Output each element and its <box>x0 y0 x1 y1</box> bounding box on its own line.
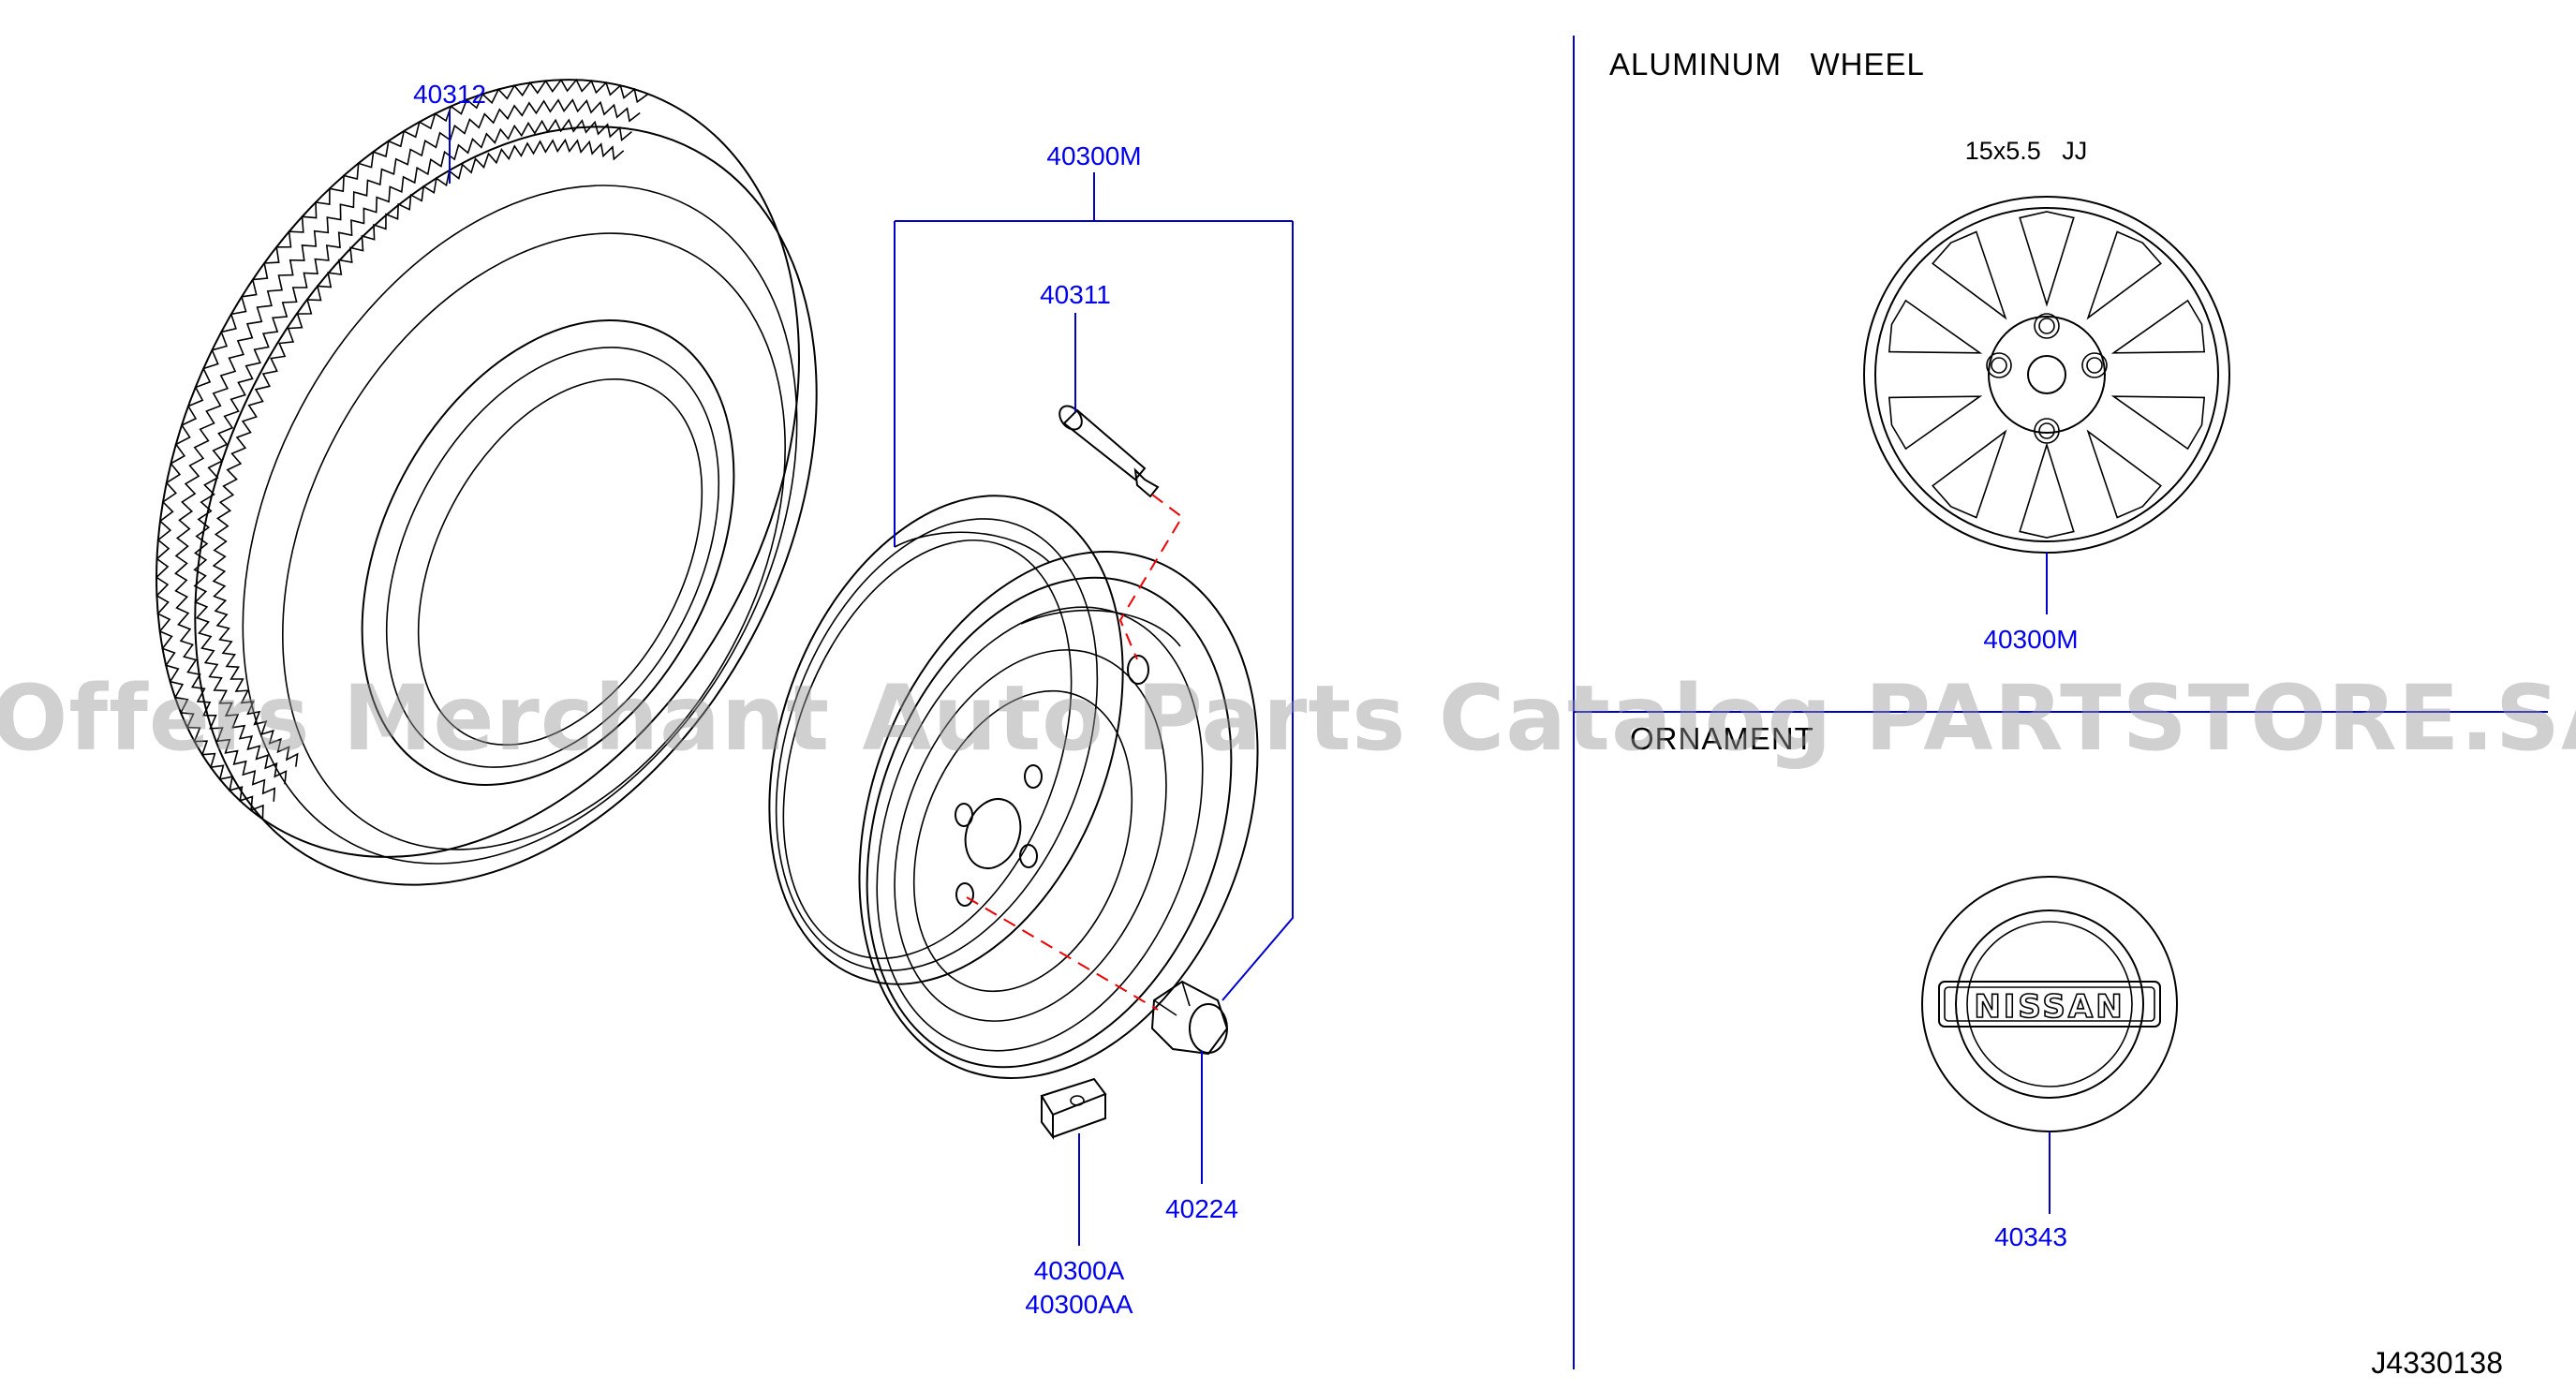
leader-40300M-bracket <box>894 172 1294 1001</box>
steel-wheel-drawing[interactable] <box>705 446 1327 1133</box>
diagram-code: J4330138 <box>2371 1346 2503 1380</box>
alu-wheel-window <box>2019 211 2075 307</box>
wheel-size-label: 15x5.5 JJ <box>1965 137 2088 165</box>
nut-assembly-path <box>966 896 1159 1011</box>
nut-drawing[interactable] <box>1150 980 1229 1056</box>
ornament-title: ORNAMENT <box>1630 721 1814 756</box>
part-number-ornament[interactable]: 40343 <box>1994 1222 2067 1251</box>
alu-wheel-window <box>1932 230 2007 320</box>
alu-wheel-window <box>1932 429 2007 519</box>
alu-wheel-window <box>2110 395 2206 451</box>
part-number-balance-weight-1[interactable]: 40300A <box>1034 1256 1125 1285</box>
tread-band <box>155 78 649 820</box>
nissan-logo-text: NISSAN <box>1974 988 2124 1026</box>
alu-wheel-window <box>2086 230 2162 320</box>
part-number-nut[interactable]: 40224 <box>1165 1194 1238 1223</box>
alu-wheel-window <box>2110 299 2206 354</box>
tread-band <box>174 98 641 802</box>
tread-band <box>212 138 625 767</box>
aluminum-wheel-drawing[interactable] <box>1863 196 2230 554</box>
part-number-tire[interactable]: 40312 <box>413 80 486 109</box>
alu-wheel-window <box>2019 442 2075 539</box>
alu-wheel-window <box>2086 429 2162 519</box>
aluminum-wheel-title: ALUMINUM WHEEL <box>1609 47 1925 81</box>
alu-wheel-window <box>1888 395 1983 451</box>
tire-drawing[interactable] <box>28 0 941 993</box>
part-number-alu-wheel[interactable]: 40300M <box>1983 625 2078 654</box>
part-number-valve[interactable]: 40311 <box>1040 280 1111 309</box>
balance-weight-drawing[interactable] <box>1040 1077 1107 1140</box>
part-number-balance-weight-2[interactable]: 40300AA <box>1025 1290 1133 1319</box>
alu-wheel-window <box>1888 299 1983 354</box>
ornament-cap-drawing[interactable]: NISSAN <box>1921 876 2178 1132</box>
valve-drawing[interactable] <box>1055 402 1160 498</box>
watermark-text: Offers Merchant Auto Parts Catalog PARTS… <box>0 666 2576 771</box>
part-number-wheel-assembly[interactable]: 40300M <box>1046 141 1141 170</box>
tread-band <box>193 118 632 785</box>
valve-assembly-path <box>1118 494 1184 660</box>
tire-tread <box>155 78 649 820</box>
